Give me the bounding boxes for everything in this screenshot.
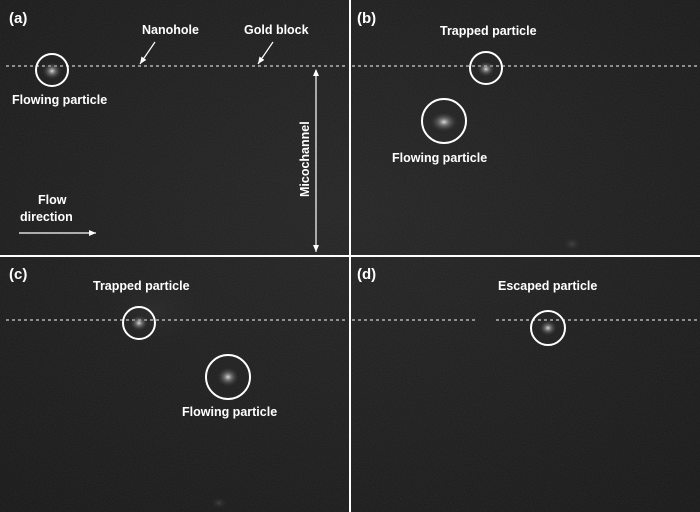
panel-a: (a) Flowing particle Nanohole Gold block… (6, 10, 348, 252)
panel-label: (a) (9, 10, 27, 27)
particle-glow (430, 112, 458, 132)
flowing-particle-label: Flowing particle (392, 151, 487, 165)
particle-marker-circle (35, 53, 69, 87)
microchannel-label: Micochannel (298, 121, 312, 197)
panel-label: (b) (357, 10, 376, 27)
particle-glow (42, 62, 62, 80)
panel-b: (b) Trapped particle Flowing particle (352, 10, 698, 165)
particle-marker-circle (122, 306, 156, 340)
particle-marker-circle (205, 354, 251, 400)
flow-direction-label-line1: Flow (38, 193, 67, 207)
faint-blob (211, 497, 227, 509)
flowing-particle-label: Flowing particle (12, 93, 107, 107)
gold-block-pointer-arrow (257, 41, 274, 65)
particle-marker-circle (469, 51, 503, 85)
particle-marker-circle (530, 310, 566, 346)
trapped-particle-label: Trapped particle (440, 24, 537, 38)
nanohole-label: Nanohole (142, 23, 199, 37)
panel-label: (d) (357, 266, 376, 283)
escaped-particle-label: Escaped particle (498, 279, 597, 293)
particle-marker-circle (421, 98, 467, 144)
gold-block-label: Gold block (244, 23, 309, 37)
flowing-particle-label: Flowing particle (182, 405, 277, 419)
particle-glow (477, 61, 495, 77)
panel-c: (c) Trapped particle Flowing particle (6, 266, 348, 419)
panel-label: (c) (9, 266, 27, 283)
trapped-particle-label: Trapped particle (93, 279, 190, 293)
particle-glow (217, 367, 239, 387)
nanohole-pointer-arrow (139, 41, 156, 65)
flow-direction-label-line2: direction (20, 210, 73, 224)
particle-glow (130, 315, 148, 331)
particle-glow (539, 320, 557, 336)
panel-d: (d) Escaped particle (352, 266, 698, 346)
faint-blob (563, 237, 581, 251)
